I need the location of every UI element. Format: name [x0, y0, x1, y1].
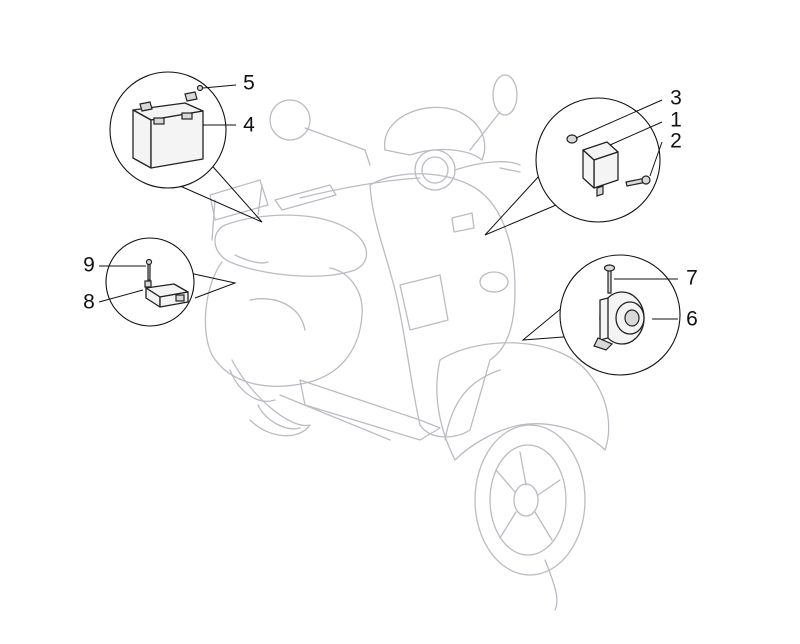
part-number-1: 1 [670, 109, 682, 132]
part-numbers: 3 1 2 5 4 9 8 7 6 [83, 72, 698, 331]
part-number-5: 5 [243, 72, 255, 95]
battery-screw-icon [196, 84, 204, 92]
part-number-7: 7 [686, 267, 698, 290]
horn-callout [521, 254, 681, 376]
part-number-2: 2 [670, 130, 682, 153]
part-number-3: 3 [670, 87, 682, 110]
part-number-6: 6 [686, 308, 698, 331]
part-number-9: 9 [83, 254, 95, 277]
part-number-8: 8 [83, 291, 95, 314]
battery-callout [109, 71, 263, 223]
scooter-outline [204, 74, 610, 611]
battery-side [132, 109, 152, 169]
horn-screw-icon [607, 269, 612, 294]
part-number-4: 4 [243, 114, 255, 137]
relay-callout [484, 97, 663, 236]
control-unit-callout [98, 237, 237, 327]
relay-nut-icon [566, 134, 578, 144]
